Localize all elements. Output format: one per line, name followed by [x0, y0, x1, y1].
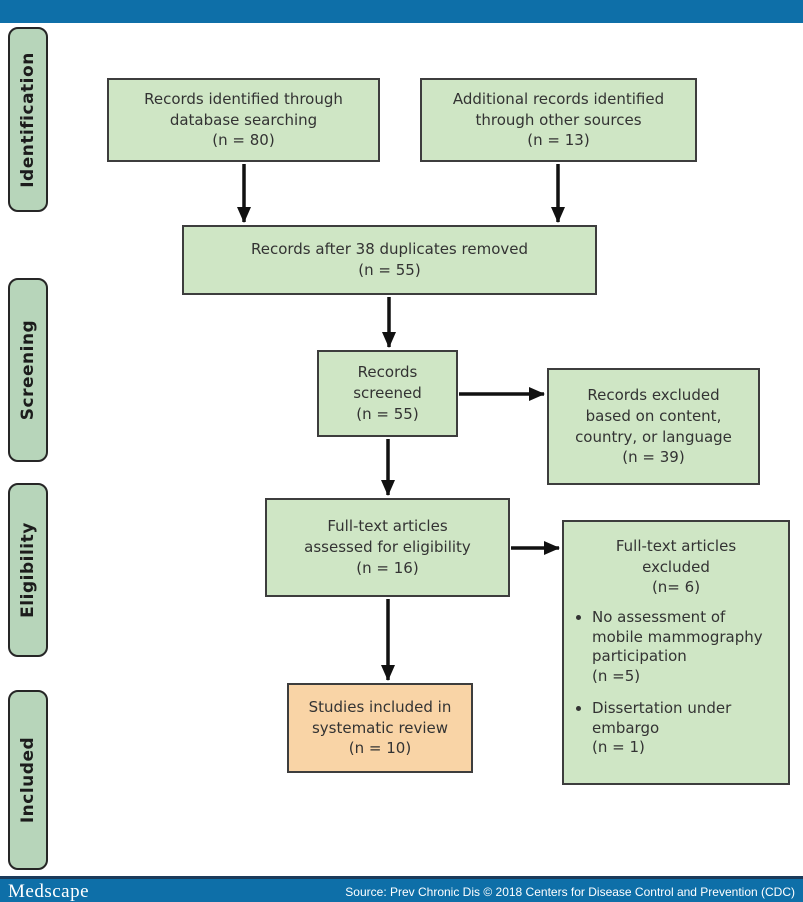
- stage-label-text: Identification: [18, 51, 38, 188]
- box-count: (n = 80): [212, 131, 275, 150]
- box-text-line: based on content,: [585, 406, 722, 425]
- box-text-line: Records identified through: [144, 89, 343, 108]
- box-count: (n = 13): [527, 131, 590, 150]
- top-accent-bar: [0, 0, 803, 23]
- bullet-count: (n =5): [592, 666, 641, 685]
- box-text-line: Additional records identified: [452, 89, 665, 108]
- box-text-line: through other sources: [475, 110, 642, 129]
- box-text-line: screened: [353, 384, 422, 403]
- flow-box-fulltext-excluded: Full-text articles excluded (n= 6) No as…: [562, 520, 790, 785]
- flow-box-records-excluded: Records excluded based on content, count…: [547, 368, 760, 485]
- exclusion-reasons-list: No assessment of mobile mammography part…: [564, 608, 788, 771]
- box-text-line: Full-text articles: [327, 517, 448, 536]
- bullet-text-line: embargo: [592, 718, 660, 737]
- flow-box-additional-records: Additional records identified through ot…: [420, 78, 697, 162]
- box-text-line: database searching: [169, 110, 318, 129]
- box-text-line: Records after 38 duplicates removed: [250, 240, 529, 259]
- source-attribution: Source: Prev Chronic Dis © 2018 Centers …: [345, 885, 795, 899]
- box-text-line: Records: [357, 363, 418, 382]
- bullet-text-line: Dissertation under: [592, 699, 732, 718]
- box-text-line: Full-text articles: [615, 537, 737, 555]
- stage-label-included: Included: [8, 690, 48, 870]
- box-text-line: systematic review: [311, 718, 449, 737]
- box-text-line: Records excluded: [587, 386, 720, 405]
- box-count: (n = 16): [356, 558, 419, 577]
- flow-box-records-screened: Records screened (n = 55): [317, 350, 458, 437]
- stage-label-screening: Screening: [8, 278, 48, 462]
- medscape-logo: Medscape: [8, 881, 90, 902]
- flow-box-records-identified: Records identified through database sear…: [107, 78, 380, 162]
- box-text-line: assessed for eligibility: [304, 538, 471, 557]
- box-text-line: Studies included in: [308, 697, 452, 716]
- footer-bar: Medscape Source: Prev Chronic Dis © 2018…: [0, 876, 803, 902]
- flow-box-duplicates-removed: Records after 38 duplicates removed (n =…: [182, 225, 597, 295]
- stage-label-text: Eligibility: [18, 522, 38, 618]
- stage-label-text: Included: [18, 736, 38, 824]
- box-count: (n = 39): [622, 448, 685, 467]
- bullet-text-line: No assessment of: [592, 608, 726, 627]
- bullet-text-line: mobile mammography: [592, 627, 763, 646]
- flow-box-fulltext-assessed: Full-text articles assessed for eligibil…: [265, 498, 510, 597]
- box-count: (n = 10): [348, 739, 412, 758]
- exclusion-reason-item: No assessment of mobile mammography part…: [592, 608, 782, 686]
- box-heading: Full-text articles excluded (n= 6): [616, 536, 736, 598]
- flow-box-studies-included: Studies included in systematic review (n…: [287, 683, 473, 773]
- exclusion-reason-item: Dissertation under embargo (n = 1): [592, 699, 782, 758]
- box-count: (n = 55): [358, 261, 421, 279]
- box-text-line: excluded: [642, 557, 710, 576]
- box-count: (n = 55): [356, 404, 419, 423]
- box-count: (n= 6): [651, 578, 701, 597]
- stage-label-eligibility: Eligibility: [8, 483, 48, 657]
- box-text-line: country, or language: [575, 427, 732, 446]
- bullet-text-line: participation: [592, 647, 687, 666]
- bullet-count: (n = 1): [592, 738, 645, 757]
- stage-label-identification: Identification: [8, 27, 48, 212]
- stage-label-text: Screening: [18, 319, 38, 421]
